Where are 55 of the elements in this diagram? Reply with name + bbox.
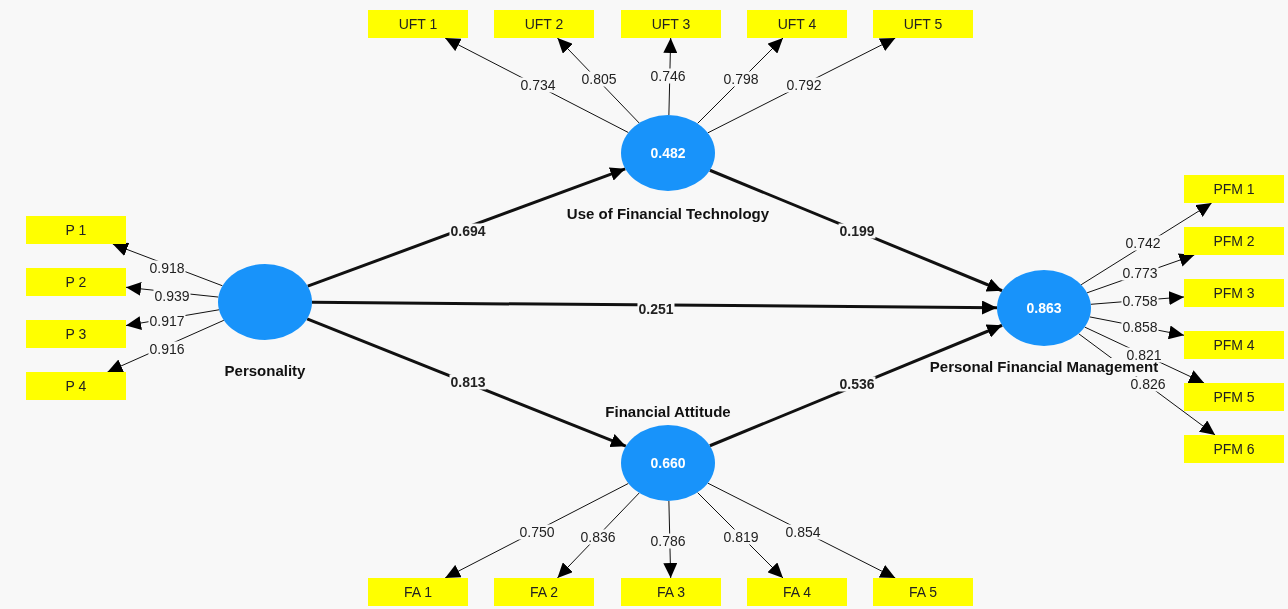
indicator-box: P 1	[26, 216, 126, 244]
construct-name: Use of Financial Technology	[566, 205, 770, 223]
r-squared-value: 0.482	[650, 145, 686, 161]
construct-name: Personality	[224, 362, 306, 380]
indicator-box: FA 2	[494, 578, 594, 606]
r-squared-value: 0.660	[650, 455, 686, 471]
path-arrow	[709, 168, 1003, 293]
edge-label: 0.813	[449, 374, 487, 390]
edge-label: 0.826	[1129, 376, 1167, 392]
indicator-box: PFM 6	[1184, 435, 1284, 463]
indicator-box: PFM 1	[1184, 175, 1284, 203]
edge-label: 0.858	[1121, 319, 1159, 335]
indicator-box: UFT 3	[621, 10, 721, 38]
edge-label: 0.750	[518, 524, 556, 540]
indicator-box: UFT 5	[873, 10, 973, 38]
edge-label: 0.917	[148, 313, 186, 329]
edge-label: 0.734	[519, 77, 557, 93]
indicator-box: UFT 1	[368, 10, 468, 38]
r-squared-value: 0.863	[1026, 300, 1062, 316]
indicator-box: PFM 2	[1184, 227, 1284, 255]
edge-label: 0.821	[1125, 347, 1163, 363]
indicator-box: P 2	[26, 268, 126, 296]
edge-label: 0.199	[838, 223, 876, 239]
path-arrow	[306, 317, 627, 448]
edge-label: 0.939	[153, 288, 191, 304]
indicator-box: PFM 4	[1184, 331, 1284, 359]
indicator-box: P 3	[26, 320, 126, 348]
path-arrow	[307, 167, 626, 288]
indicator-box: UFT 4	[747, 10, 847, 38]
edge-label: 0.694	[449, 223, 487, 239]
edge-label: 0.798	[722, 71, 760, 87]
indicator-box: FA 5	[873, 578, 973, 606]
indicator-box: P 4	[26, 372, 126, 400]
edge-label: 0.773	[1121, 265, 1159, 281]
path-arrow	[709, 323, 1003, 448]
indicator-box: UFT 2	[494, 10, 594, 38]
edge-label: 0.805	[580, 71, 618, 87]
indicator-box: FA 1	[368, 578, 468, 606]
edge-label: 0.819	[722, 529, 760, 545]
edge-label: 0.786	[649, 533, 687, 549]
edge-label: 0.792	[785, 77, 823, 93]
indicator-box: PFM 5	[1184, 383, 1284, 411]
edge-label: 0.836	[579, 529, 617, 545]
edge-label: 0.746	[649, 68, 687, 84]
edge-label: 0.742	[1124, 235, 1162, 251]
indicator-box: PFM 3	[1184, 279, 1284, 307]
edge-label: 0.854	[784, 524, 822, 540]
edge-label: 0.758	[1121, 293, 1159, 309]
path-arrow	[312, 300, 997, 315]
edge-label: 0.918	[148, 260, 186, 276]
edge-label: 0.916	[148, 341, 186, 357]
indicator-box: FA 3	[621, 578, 721, 606]
edge-label: 0.536	[838, 376, 876, 392]
indicator-box: FA 4	[747, 578, 847, 606]
edge-label: 0.251	[637, 301, 675, 317]
